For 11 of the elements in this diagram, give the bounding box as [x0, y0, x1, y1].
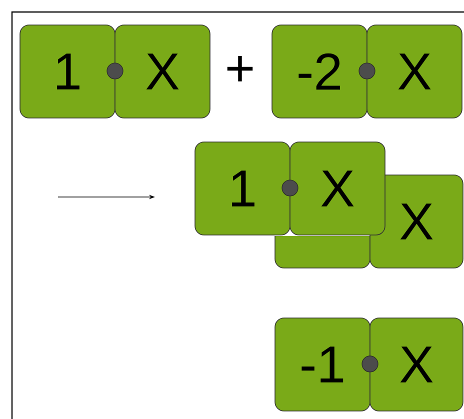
term-tile: X	[370, 318, 464, 412]
node-label: -1	[302, 346, 344, 382]
node-label: X	[400, 204, 433, 240]
term-tile: -1	[274, 318, 370, 412]
term-tile: X	[366, 24, 462, 118]
plus-sign: +	[227, 56, 253, 82]
blank-tile	[274, 236, 370, 268]
term-tile: 1	[194, 142, 290, 236]
term-tile: 1	[20, 24, 116, 118]
term-tile: -2	[272, 24, 368, 118]
term-tile: X	[114, 24, 210, 118]
